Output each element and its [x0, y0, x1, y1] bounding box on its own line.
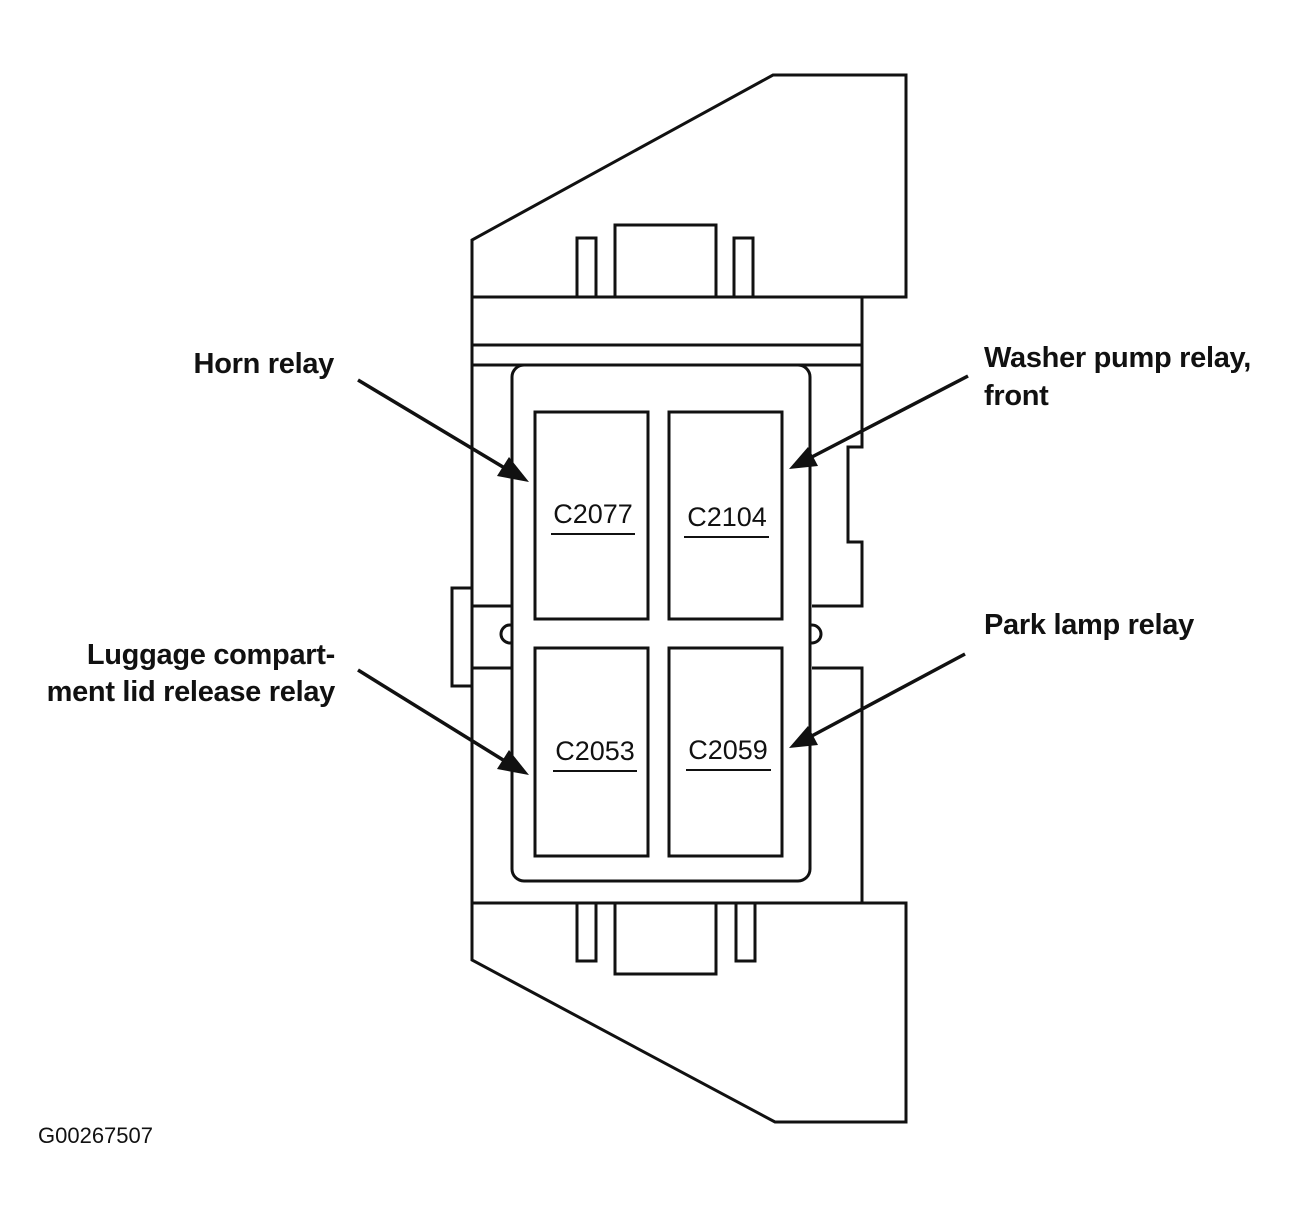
luggage-relay-label-line2: ment lid release relay — [47, 676, 336, 708]
park-lamp-relay-label: Park lamp relay — [984, 609, 1194, 641]
relay-c2077 — [533, 410, 650, 621]
callout-labels: Horn relay Washer pump relay, front Lugg… — [47, 342, 1252, 708]
washer-arrow-line — [807, 374, 969, 461]
top-pin-right — [732, 236, 755, 299]
top-center-block — [613, 223, 718, 299]
figure-id: G00267507 — [38, 1123, 153, 1148]
bottom-terminals — [575, 901, 757, 976]
left-tab — [450, 586, 474, 688]
washer-pump-relay-label-line2: front — [984, 380, 1049, 412]
washer-arrowhead — [789, 447, 818, 469]
relay-cells: C2077 C2104 C2053 C2059 — [533, 410, 784, 858]
side-band — [472, 604, 512, 670]
upper-band — [470, 295, 864, 347]
park-arrowhead — [789, 726, 818, 748]
horn-arrow-line — [357, 378, 509, 472]
bottom-bracket — [470, 901, 908, 1124]
relay-c2053 — [533, 646, 650, 858]
washer-pump-relay-label-line1: Washer pump relay, — [984, 342, 1251, 374]
luggage-relay-label-line1: Luggage compart- — [87, 639, 335, 671]
relay-c2104 — [667, 410, 784, 621]
top-terminals — [575, 223, 755, 299]
bottom-pin-left — [575, 901, 598, 963]
bottom-pin-right — [734, 901, 757, 963]
horn-relay-label: Horn relay — [194, 348, 335, 380]
luggage-arrow-line — [357, 668, 509, 765]
relay-code-bottom-right: C2059 — [688, 735, 768, 765]
luggage-arrowhead — [497, 750, 529, 775]
top-pin-left — [575, 236, 598, 299]
body-right-wall — [812, 365, 864, 903]
horn-arrowhead — [497, 457, 529, 482]
relay-code-top-right: C2104 — [687, 502, 767, 532]
relay-code-bottom-left: C2053 — [555, 736, 635, 766]
relay-c2059 — [667, 646, 784, 858]
callout-arrows — [357, 374, 969, 775]
upper-band-lower — [470, 343, 864, 367]
bottom-center-block — [613, 901, 718, 976]
park-arrow-line — [807, 652, 966, 740]
relay-code-top-left: C2077 — [553, 499, 633, 529]
